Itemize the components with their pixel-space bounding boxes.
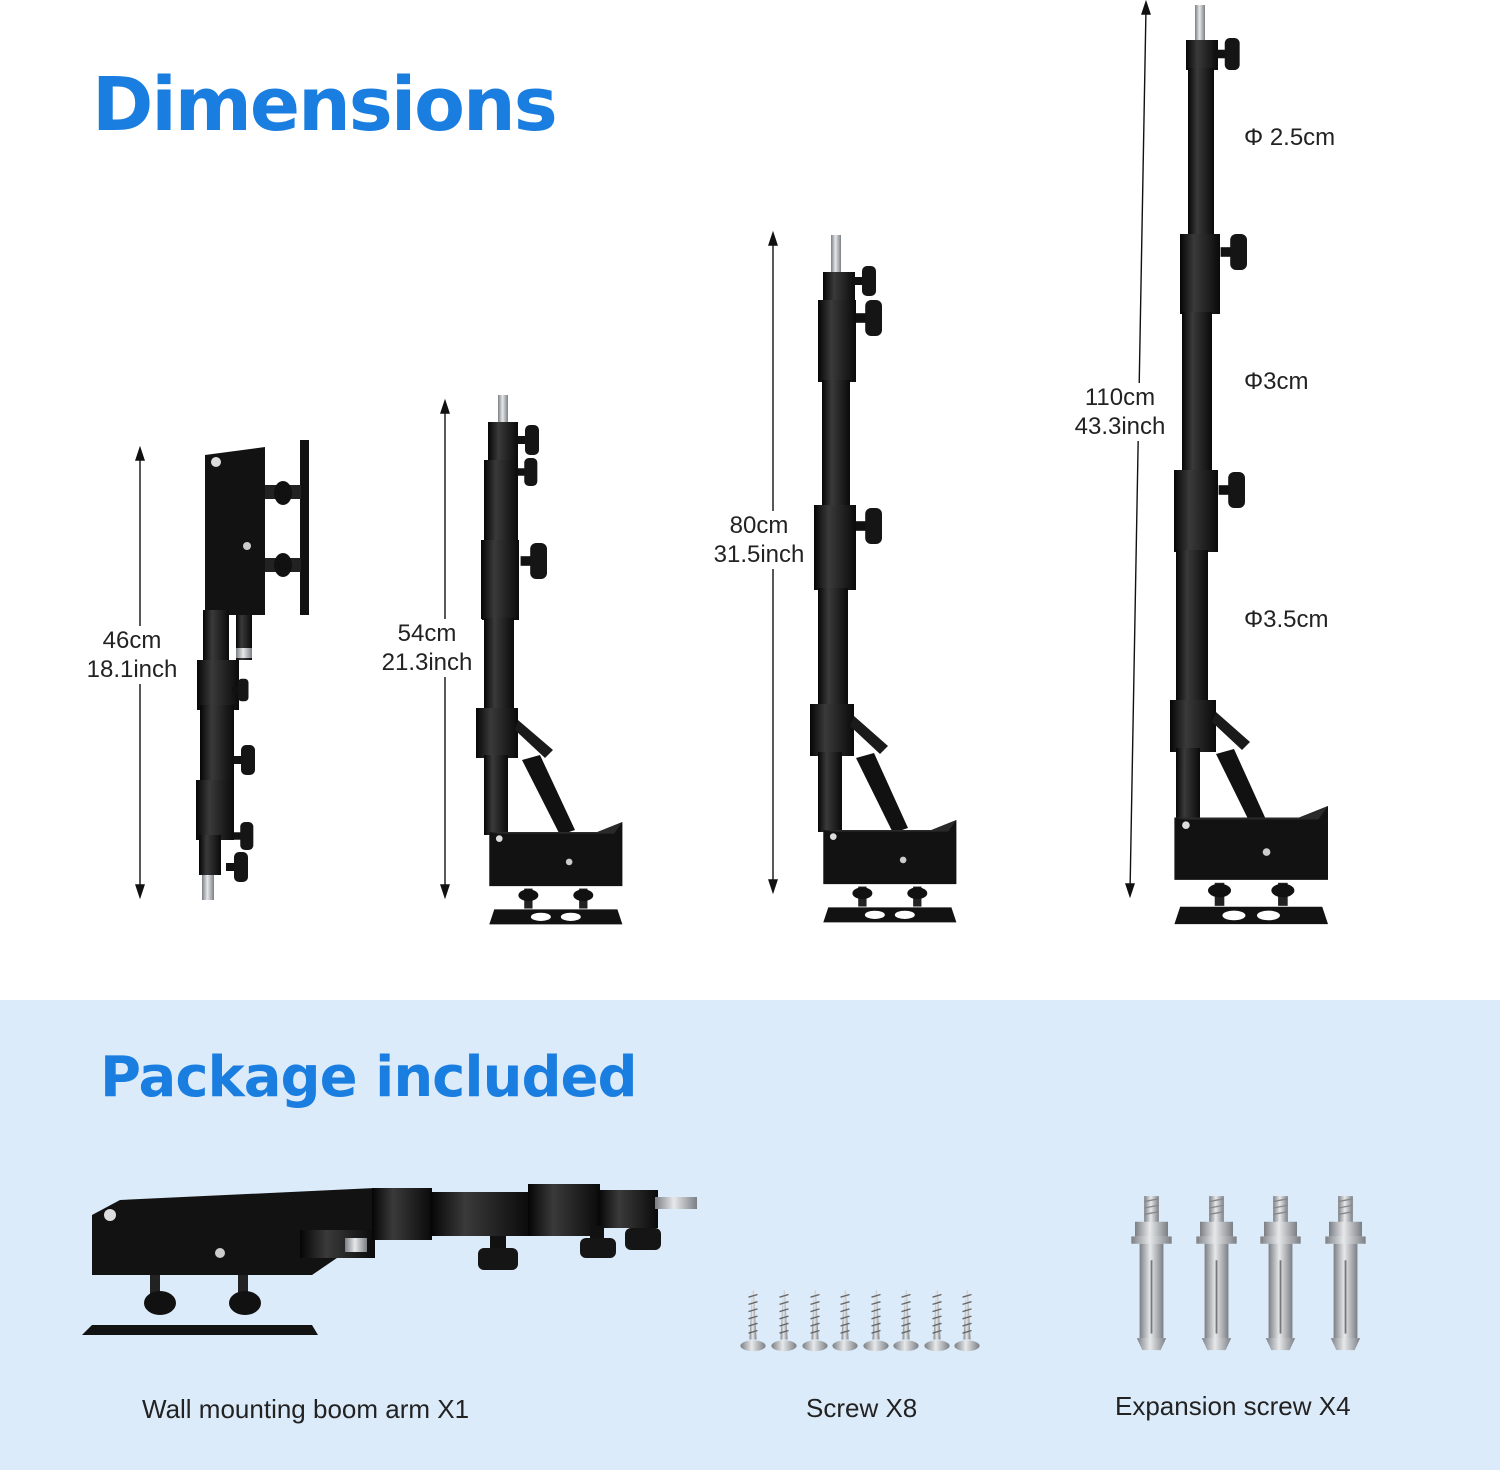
tube-diameter-label: Φ3.5cm [1244,606,1329,633]
screw-caption: Screw X8 [806,1393,918,1423]
stand-54cm-label: 54cm 21.3inch [372,619,482,677]
tube-diameter-label: Φ3cm [1244,368,1309,395]
boom-arm-caption: Wall mounting boom arm X1 [142,1394,470,1424]
height-inch: 18.1inch [86,656,178,683]
height-cm: 46cm [102,627,162,654]
screws-illustration [739,1290,981,1352]
stand-54cm-illustration [476,395,623,925]
height-cm: 80cm [729,512,789,539]
stand-110cm-label: 110cm 43.3inch [1064,383,1176,441]
height-inch: 21.3inch [381,649,473,676]
stand-46cm-label: 46cm 18.1inch [78,626,186,684]
height-cm: 110cm [1084,384,1156,411]
package-title: Package included [100,1045,638,1110]
height-inch: 31.5inch [713,541,805,568]
tube-diameter-label: Φ 2.5cm [1244,124,1336,151]
height-inch: 43.3inch [1074,413,1166,440]
stand-46cm-illustration [196,440,309,900]
stand-80cm-label: 80cm 31.5inch [704,511,814,569]
boom-arm-illustration [82,1184,697,1335]
expansion-screw-caption: Expansion screw X4 [1115,1391,1351,1421]
stand-110cm-illustration [1170,5,1328,925]
expansion-screws-illustration [1130,1195,1367,1352]
stand-80cm-illustration [810,235,957,923]
dimensions-title: Dimensions [92,62,558,148]
height-cm: 54cm [397,620,457,647]
